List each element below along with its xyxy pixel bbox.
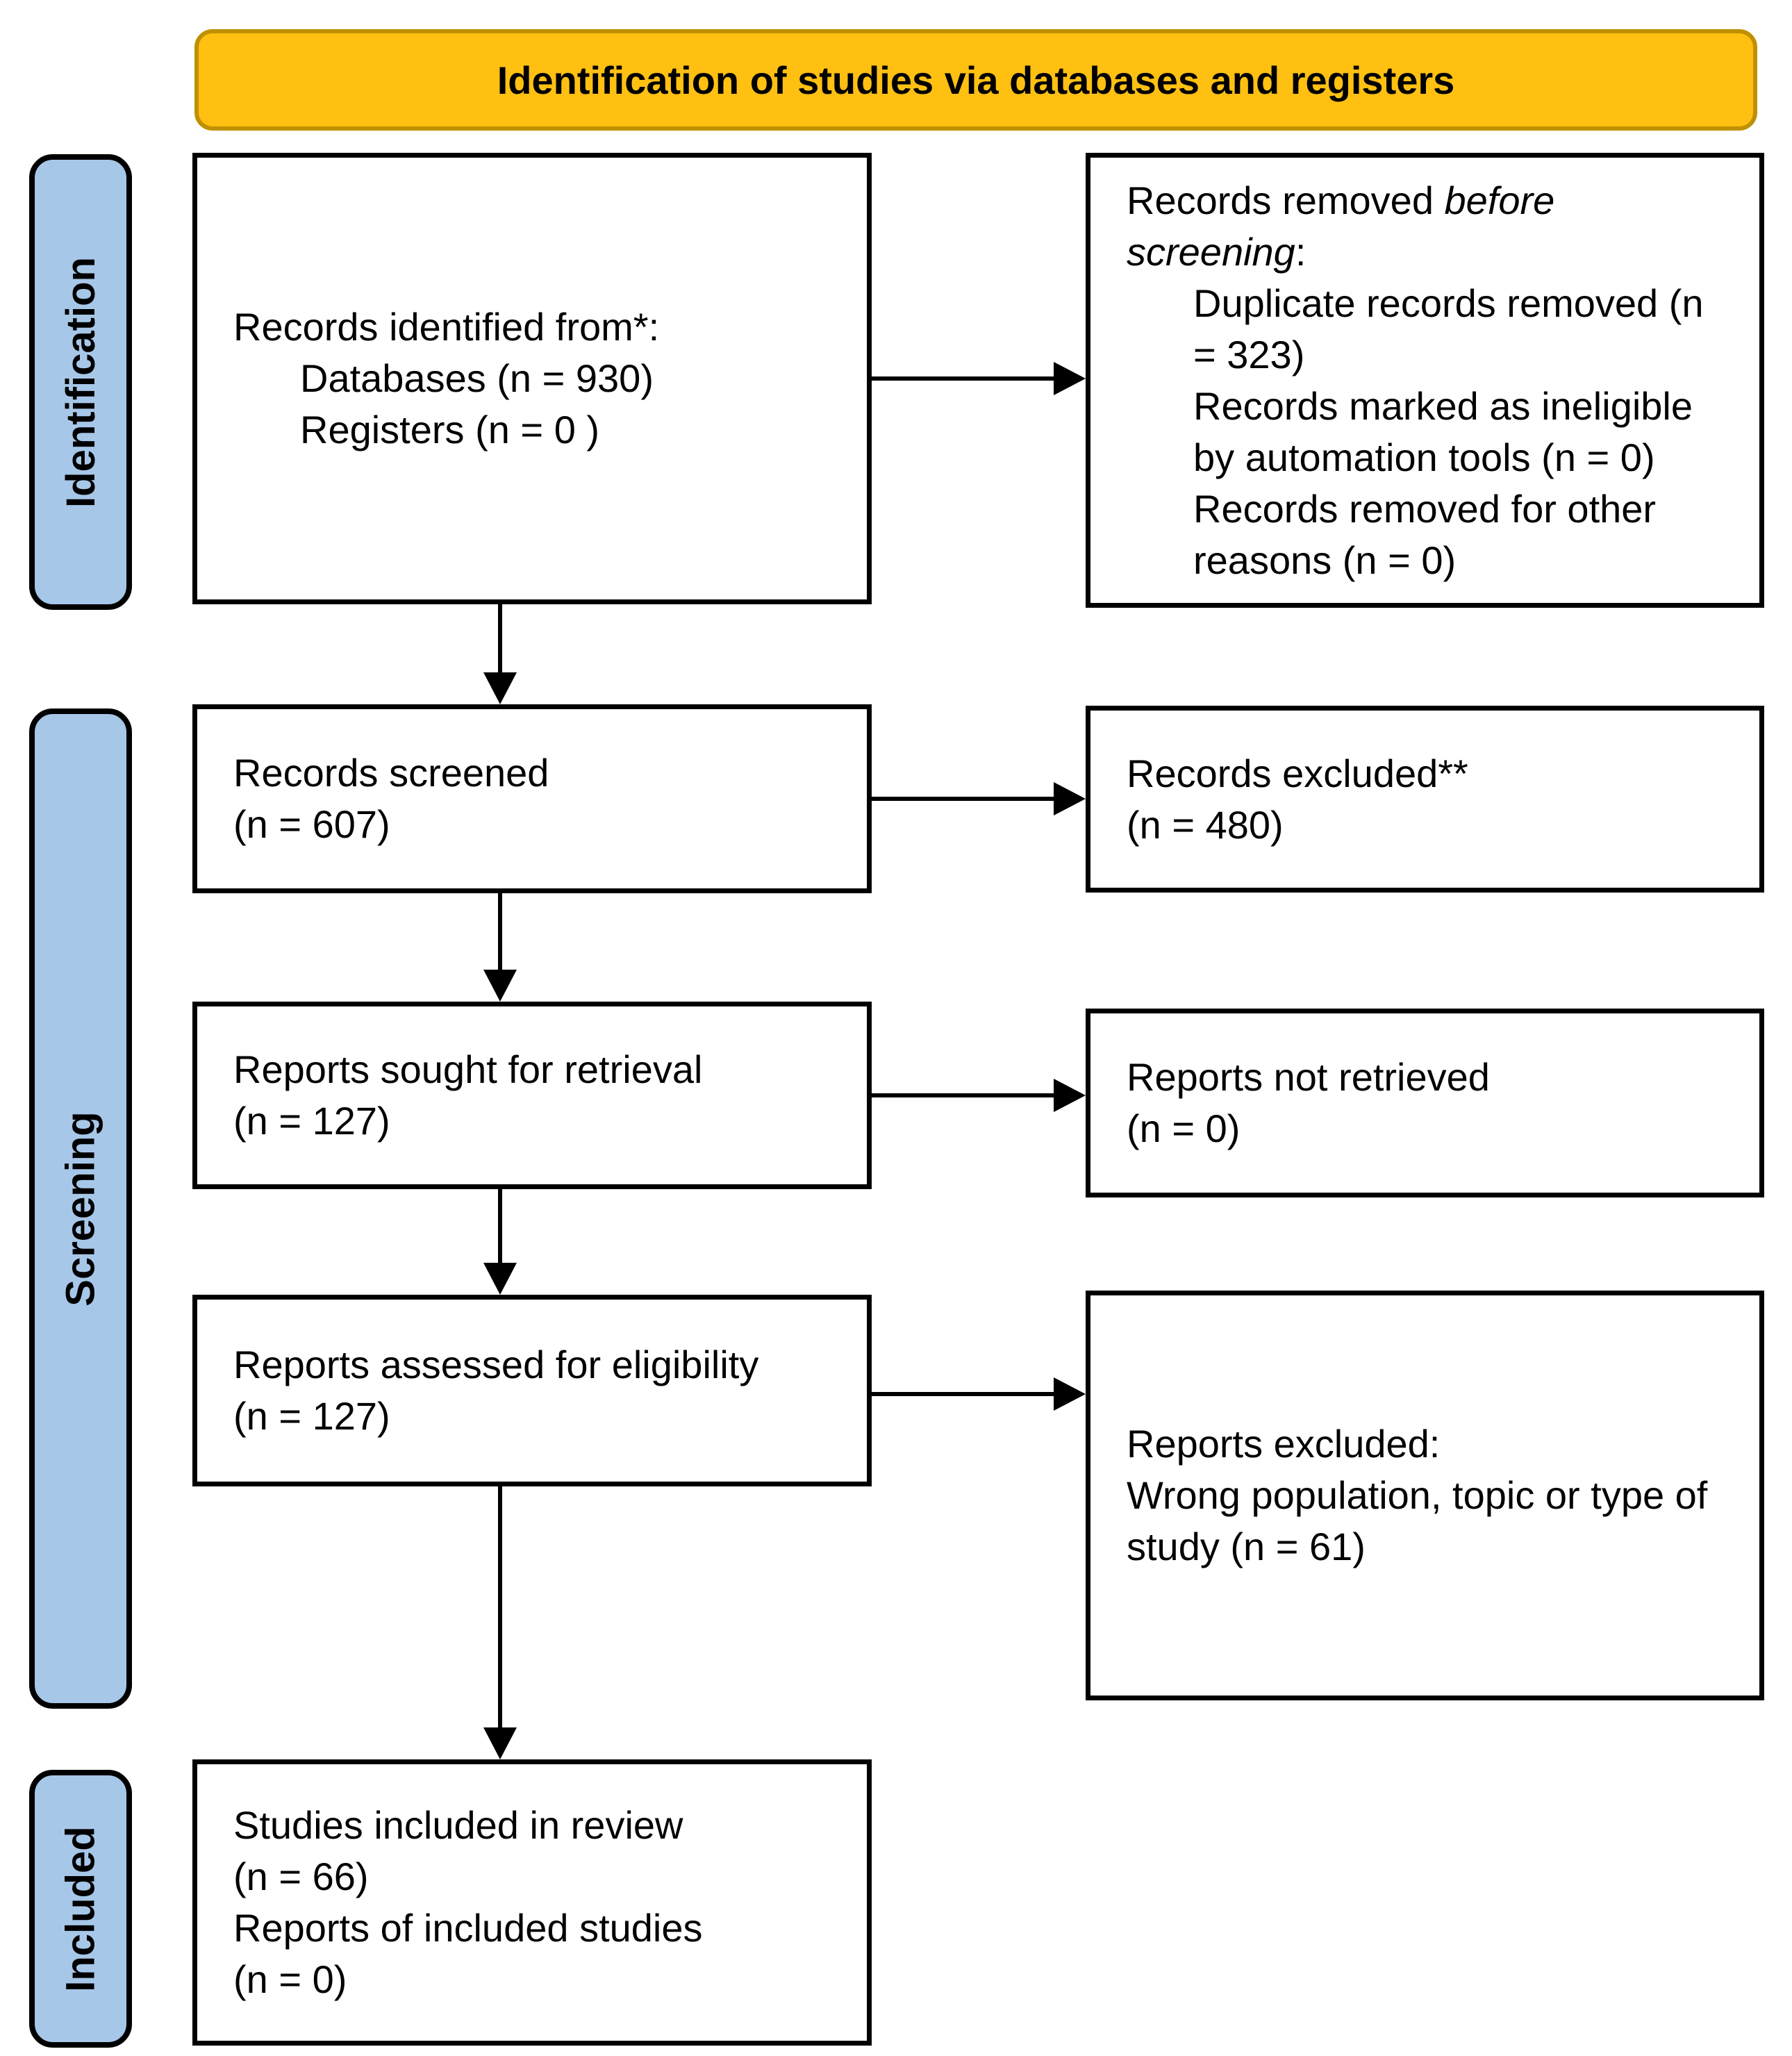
arrow-head-right-icon xyxy=(1054,1079,1086,1112)
studies-included-count: (n = 66) xyxy=(233,1855,369,1898)
studies-included-line: Studies included in review xyxy=(233,1803,683,1847)
box-reports-assessed: Reports assessed for eligibility (n = 12… xyxy=(192,1295,872,1486)
box-reports-not-retrieved: Reports not retrieved (n = 0) xyxy=(1086,1009,1764,1197)
arrow-head-down-icon xyxy=(483,970,517,1002)
records-screened-line: Records screened xyxy=(233,751,549,795)
box-records-removed: Records removed before screening: Duplic… xyxy=(1086,153,1764,608)
records-removed-item: Records removed for other reasons (n = 0… xyxy=(1193,486,1657,582)
studies-included-reports-count: (n = 0) xyxy=(233,1957,347,2001)
records-removed-intro: Records removed before screening: xyxy=(1127,175,1634,278)
arrow-shaft xyxy=(872,1093,1055,1097)
records-removed-item: Records marked as ineligible by automati… xyxy=(1193,383,1693,479)
records-identified-title: Records identified from*: xyxy=(233,305,660,349)
records-identified-item: Registers (n = 0 ) xyxy=(300,408,600,451)
arrow-head-down-icon xyxy=(483,672,517,704)
studies-included-reports-line: Reports of included studies xyxy=(233,1906,703,1950)
arrow-head-down-icon xyxy=(483,1727,517,1759)
header-title: Identification of studies via databases … xyxy=(497,58,1455,102)
box-reports-sought: Reports sought for retrieval (n = 127) xyxy=(192,1002,872,1189)
arrow-head-right-icon xyxy=(1054,782,1086,815)
reports-excluded-title: Reports excluded: xyxy=(1127,1422,1441,1466)
reports-sought-count: (n = 127) xyxy=(233,1099,390,1143)
box-records-identified: Records identified from*: Databases (n =… xyxy=(192,153,872,604)
reports-not-retrieved-line: Reports not retrieved xyxy=(1127,1055,1490,1099)
reports-assessed-line: Reports assessed for eligibility xyxy=(233,1343,759,1386)
records-removed-intro-normal: Records removed xyxy=(1127,178,1445,222)
arrow-shaft xyxy=(498,1485,502,1729)
arrow-head-right-icon xyxy=(1054,362,1086,395)
box-reports-excluded: Reports excluded: Wrong population, topi… xyxy=(1086,1291,1764,1700)
box-studies-included: Studies included in review (n = 66) Repo… xyxy=(192,1759,872,2046)
records-removed-intro-italic: before screening xyxy=(1127,178,1555,274)
reports-sought-line: Reports sought for retrieval xyxy=(233,1047,703,1091)
sidebar-included-label: Included xyxy=(58,1825,103,1992)
records-screened-count: (n = 607) xyxy=(233,802,390,846)
records-excluded-line: Records excluded** xyxy=(1127,751,1468,795)
arrow-head-down-icon xyxy=(483,1263,517,1295)
records-removed-intro-suffix: : xyxy=(1295,229,1306,274)
sidebar-identification: Identification xyxy=(29,154,132,610)
sidebar-screening-label: Screening xyxy=(58,1111,103,1307)
arrow-shaft xyxy=(872,797,1055,801)
reports-not-retrieved-count: (n = 0) xyxy=(1127,1106,1241,1150)
box-records-excluded: Records excluded** (n = 480) xyxy=(1086,706,1764,893)
arrow-shaft xyxy=(498,893,502,971)
arrow-shaft xyxy=(872,376,1055,381)
reports-excluded-reason: Wrong population, topic or type of study… xyxy=(1127,1473,1708,1568)
arrow-shaft xyxy=(872,1392,1055,1396)
reports-assessed-count: (n = 127) xyxy=(233,1394,390,1438)
header-banner: Identification of studies via databases … xyxy=(194,29,1757,131)
arrow-shaft xyxy=(498,1189,502,1264)
arrow-shaft xyxy=(498,604,502,674)
sidebar-screening: Screening xyxy=(29,708,132,1709)
box-records-screened: Records screened (n = 607) xyxy=(192,704,872,893)
records-excluded-count: (n = 480) xyxy=(1127,802,1284,847)
records-identified-item: Databases (n = 930) xyxy=(300,356,654,400)
arrow-head-right-icon xyxy=(1054,1377,1086,1411)
sidebar-included: Included xyxy=(29,1770,132,2048)
sidebar-identification-label: Identification xyxy=(58,256,103,508)
records-removed-item: Duplicate records removed (n = 323) xyxy=(1193,281,1704,376)
